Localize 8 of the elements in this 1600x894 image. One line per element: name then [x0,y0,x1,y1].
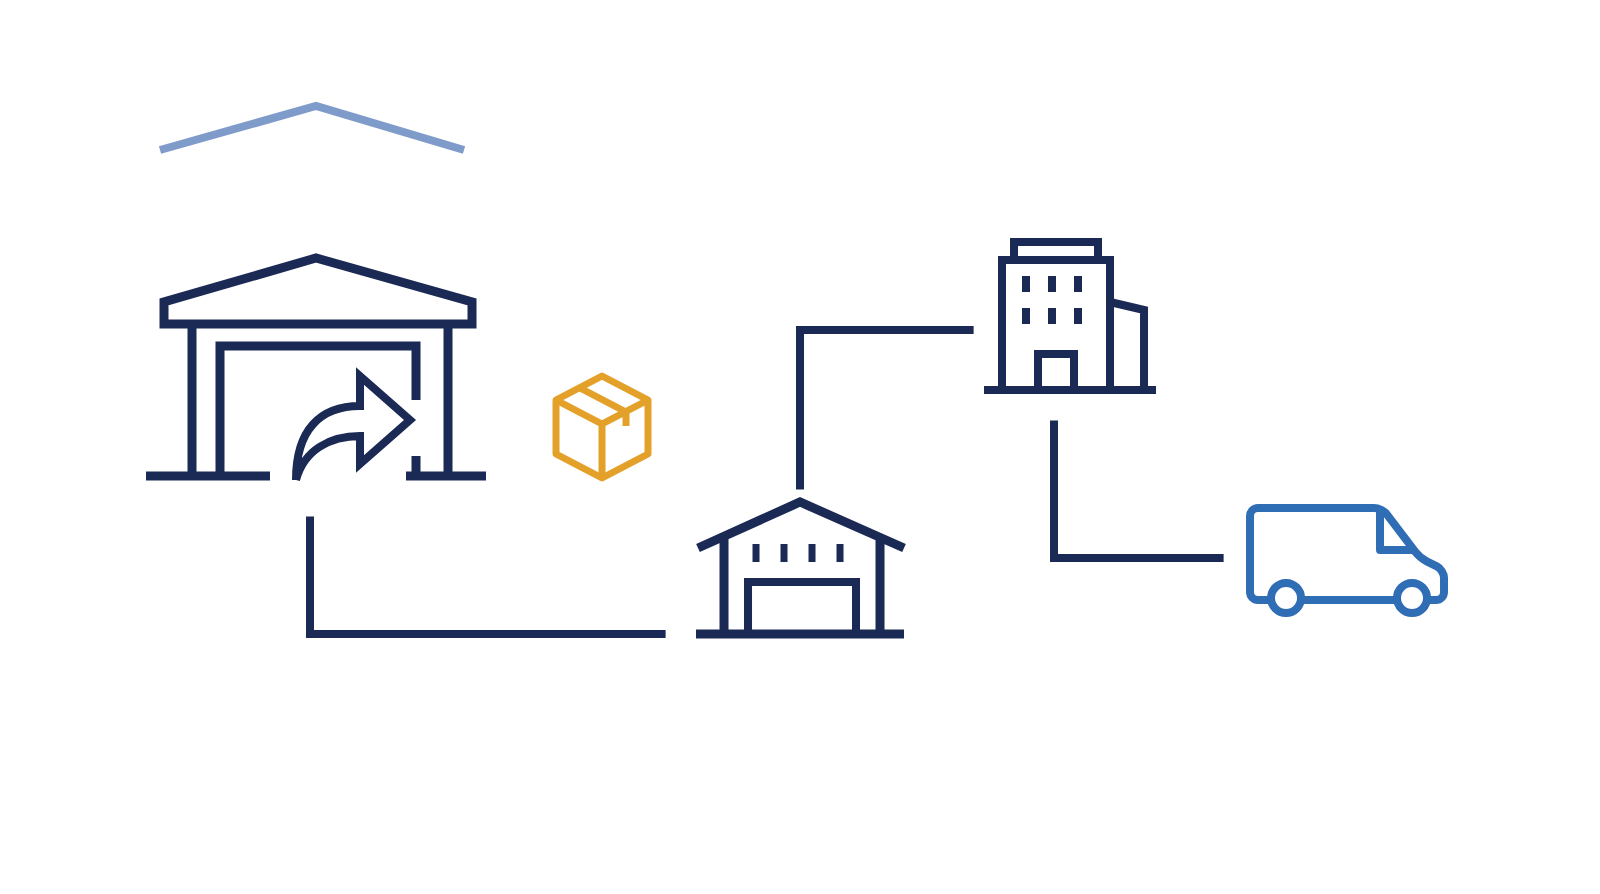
connector-line [306,516,666,638]
warehouse-drawing [141,253,491,484]
building-drawing [980,238,1160,394]
warehouse-drawing [691,497,909,639]
connector-line [1050,420,1224,562]
van-drawing [1246,504,1448,617]
box-icon [552,372,652,482]
connector-line [796,326,974,490]
